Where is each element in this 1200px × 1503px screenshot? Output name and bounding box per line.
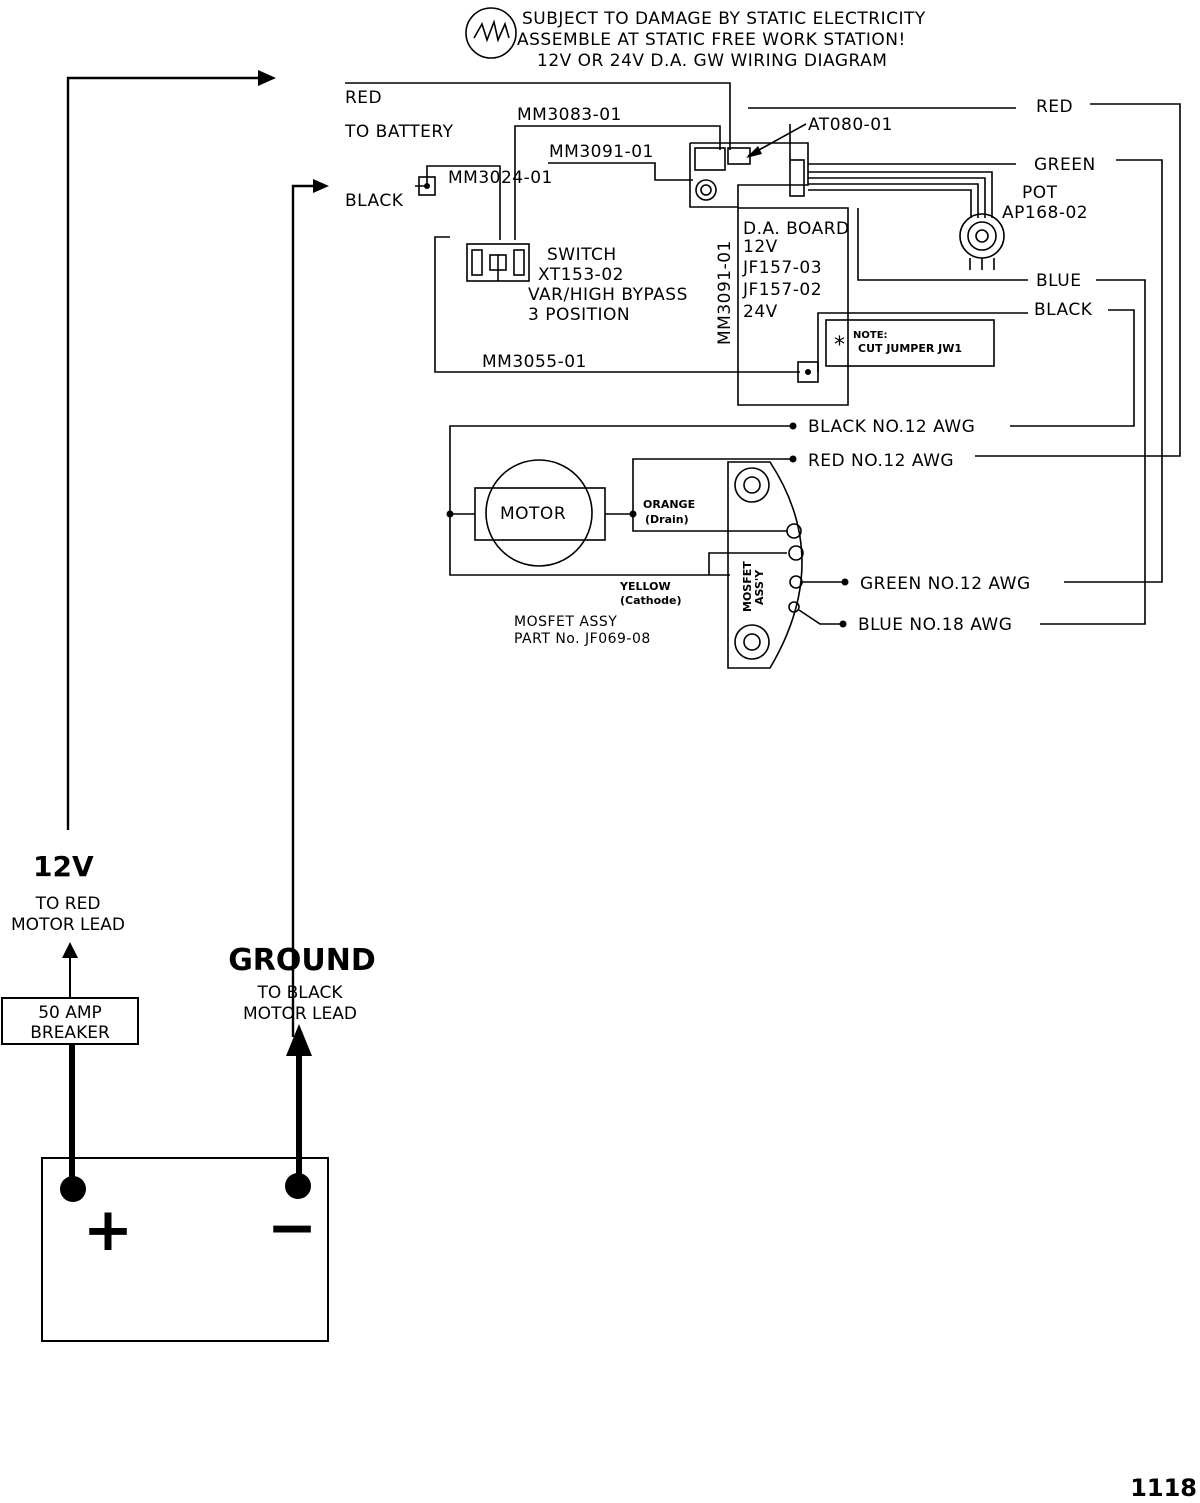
mm3055-label: MM3055-01 [482,352,587,372]
blue-right-wire [857,208,1028,281]
right-green-label: GREEN [1034,155,1096,175]
ground-arrow [286,1024,312,1178]
black-motor-wire [449,425,793,576]
right-green-return [1064,159,1163,583]
right-black-return [1010,309,1135,427]
ground-label: GROUND [228,943,376,978]
right-black-label: BLACK [1034,300,1093,320]
diagram-title: 12V OR 24V D.A. GW WIRING DIAGRAM [537,51,887,71]
switch-line-1: SWITCH [547,245,617,265]
black-motor-dot [789,422,797,430]
switch-xt153 [466,243,530,282]
to-battery-label: TO BATTERY [344,122,454,142]
board-line-3: JF157-03 [742,258,822,278]
green-mosfet-dot [841,578,849,586]
mm3083-label: MM3083-01 [517,105,622,125]
plus-symbol: + [83,1195,133,1265]
board-line-4: JF157-02 [742,280,822,300]
board-line-1: D.A. BOARD [743,219,850,239]
mm3024-connector [418,176,436,196]
orange-wire [632,514,787,532]
red-motor-wire [605,458,793,515]
black-battery-label: BLACK [345,191,404,211]
cathode-label: (Cathode) [620,594,682,607]
mosfet-vertical-2: ASS'Y [753,569,766,605]
pot-line-2: AP168-02 [1002,203,1088,223]
mm3091-vertical-label: MM3091-01 [715,240,735,345]
drain-label: (Drain) [645,513,689,526]
mm3091-label: MM3091-01 [549,142,654,162]
red-motor-dot [789,455,797,463]
board-line-5: 24V [743,302,778,322]
switch-line-2: XT153-02 [538,265,624,285]
right-blue-label: BLUE [1036,271,1081,291]
motor-label: MOTOR [500,504,566,524]
orange-label: ORANGE [643,498,695,511]
warning-line-2: ASSEMBLE AT STATIC FREE WORK STATION! [517,30,906,50]
switch-line-4: 3 POSITION [528,305,630,325]
right-blue-return [1040,279,1146,625]
minus-symbol: − [267,1193,317,1263]
v12-label: 12V [33,850,94,883]
blue-mosfet-dot [839,620,847,628]
to-black-line-2: MOTOR LEAD [243,1004,357,1024]
mosfet-assy [727,461,804,669]
note-box [825,319,995,367]
black12-label: BLACK NO.12 AWG [808,417,975,437]
to-red-line-1: TO RED [35,894,101,914]
board-line-2: 12V [743,237,778,257]
at080-arrow [746,123,807,160]
to-red-line-2: MOTOR LEAD [11,915,125,935]
pot-line-1: POT [1022,183,1058,203]
at080-label: AT080-01 [808,115,893,135]
battery [41,1157,329,1342]
to-black-line-1: TO BLACK [256,983,343,1003]
note-line-2: CUT JUMPER JW1 [858,342,962,355]
yellow-wire [708,552,787,575]
page-number: 1118 [1130,1474,1197,1502]
warning-line-1: SUBJECT TO DAMAGE BY STATIC ELECTRICITY [522,9,926,29]
ground-lead-line [291,179,329,1037]
right-red-label: RED [1036,97,1073,117]
right-red-return [975,103,1181,457]
blue18-label: BLUE NO.18 AWG [858,615,1012,635]
breaker-line-2: BREAKER [30,1023,110,1043]
positive-lead-line [66,70,276,830]
note-star: * [834,333,846,358]
red12-label: RED NO.12 AWG [808,451,954,471]
black-board-wire [817,312,1028,372]
green12-label: GREEN NO.12 AWG [860,574,1031,594]
mosfet-vertical-1: MOSFET [741,561,754,612]
da-board [689,142,849,406]
breaker-arrow [62,942,78,998]
motor [474,459,606,567]
mm3091-wire [548,162,693,181]
note-line-1: NOTE: [853,330,888,341]
breaker-line-1: 50 AMP [38,1003,102,1023]
yellow-label: YELLOW [619,580,671,593]
mosfet-assy-line-1: MOSFET ASSY [514,614,617,630]
pot-ap168 [959,213,1005,270]
red-battery-wire [345,82,731,150]
red-battery-label: RED [345,88,382,108]
static-warning-icon [465,7,517,59]
pot-wires [808,171,993,218]
switch-line-3: VAR/HIGH BYPASS [528,285,688,305]
mm3024-wire [415,165,501,240]
mosfet-assy-line-2: PART No. JF069-08 [514,631,651,647]
mm3055-connector [797,361,819,383]
blue-mosfet-wire [798,609,843,625]
mm3055-wire [434,236,800,373]
mm3083-wire [514,125,721,240]
